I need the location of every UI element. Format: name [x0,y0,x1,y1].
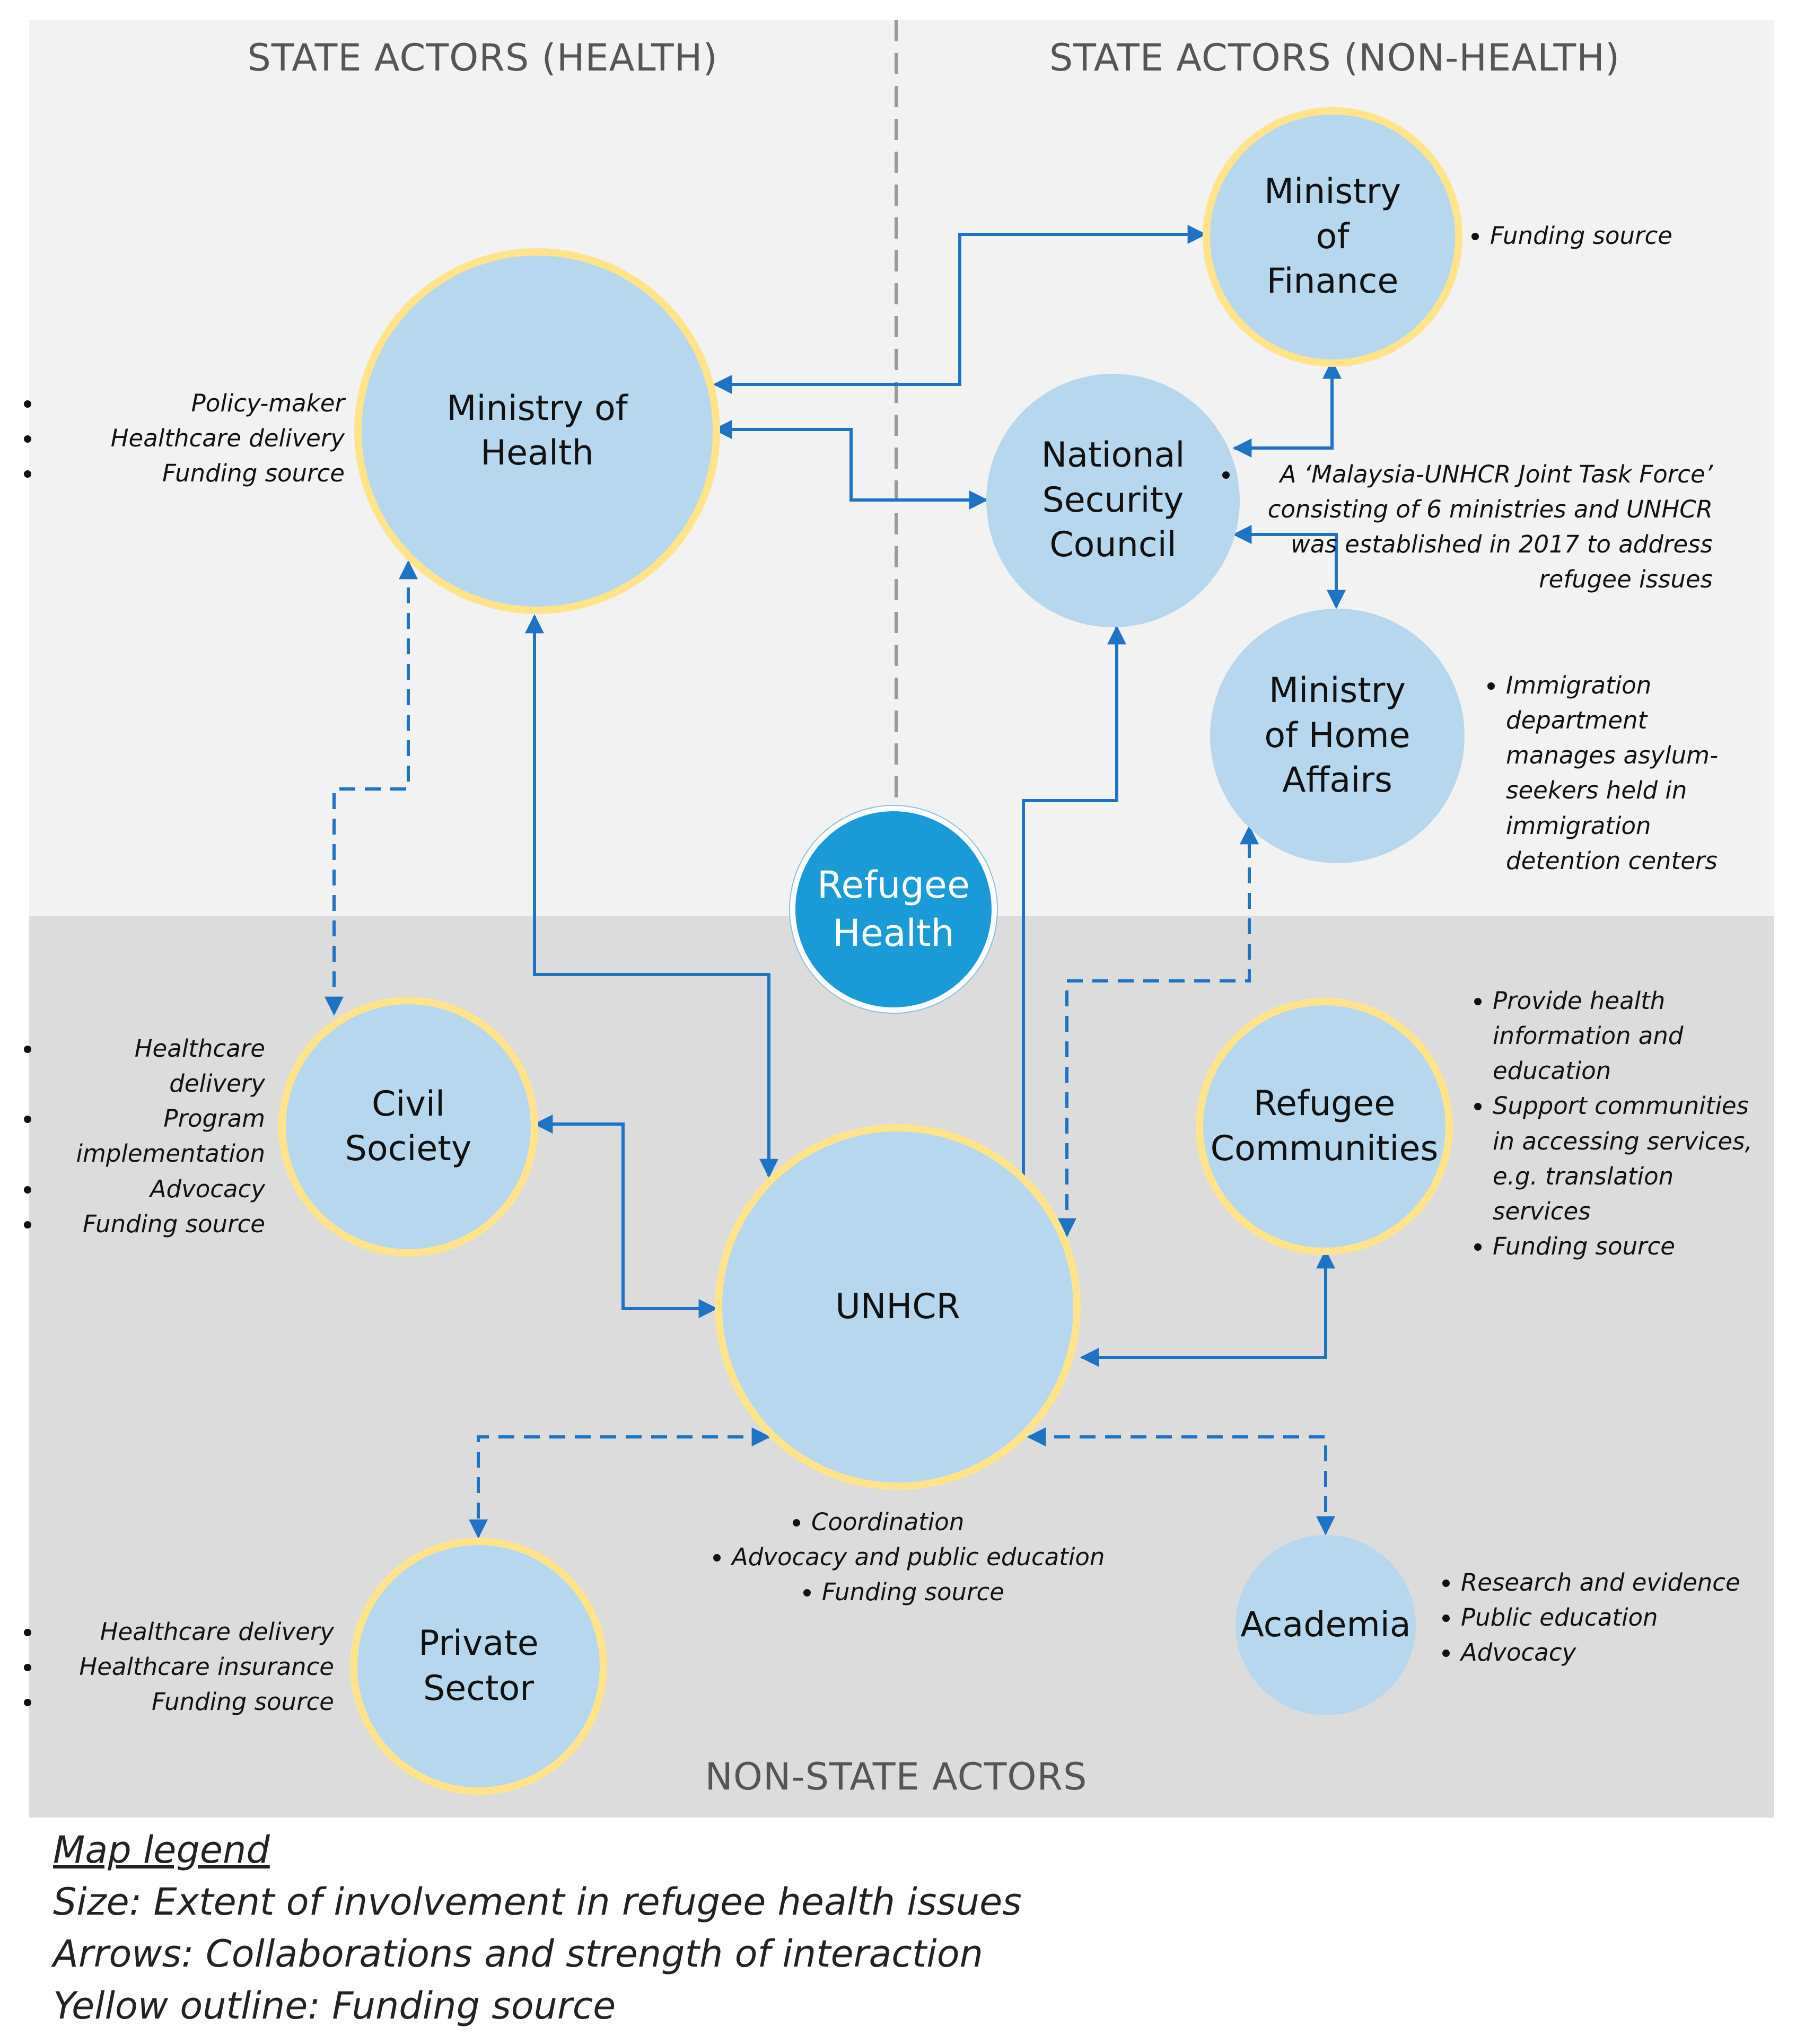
note-item: Support communities in accessing service… [1493,1089,1763,1229]
note-item: Program implementation [42,1101,265,1171]
note-item: Healthcare delivery [42,421,345,456]
note-item: Advocacy [42,1172,265,1207]
note-item: Healthcare delivery [42,1031,265,1101]
node-ministry-of-finance: Ministry of Finance [1203,107,1462,367]
notes-refugee-communities: Provide health information and education… [1493,984,1763,1264]
node-national-security-council: National Security Council [986,374,1240,627]
node-ministry-of-health: Ministry of Health [354,248,720,614]
note-item: Funding source [1490,218,1766,253]
section-title-non-health: STATE ACTORS (NON-HEALTH) [1049,36,1620,80]
notes-national-security-council: A ‘Malaysia-UNHCR Joint Task Force’ cons… [1241,457,1713,598]
note-item: Research and evidence [1461,1565,1768,1600]
arrow-moh-mof [713,225,1207,394]
notes-academia: Research and evidence Public education A… [1461,1565,1768,1670]
note-item: Provide health information and education [1493,984,1763,1089]
notes-unhcr: Coordination Advocacy and public educati… [721,1505,1124,1610]
node-label: Refugee Communities [1210,1084,1439,1169]
note-item: Healthcare delivery [42,1615,334,1650]
node-label: Ministry of Finance [1264,172,1401,302]
node-civil-society: Civil Society [278,997,538,1257]
section-title-health: STATE ACTORS (HEALTH) [247,36,718,80]
note-item: Healthcare insurance [42,1650,334,1685]
node-label: Ministry of Health [446,388,628,473]
note-item: Funding source [42,1207,265,1242]
arrow-unhcr-communities [1080,1249,1335,1367]
note-item: Policy-maker [42,386,345,421]
arrow-dashed-unhcr-moha [1057,825,1259,1238]
note-item: Funding source [42,456,345,491]
node-academia: Academia [1236,1535,1416,1715]
node-label: Private Sector [418,1624,539,1708]
section-title-non-state: NON-STATE ACTORS [705,1755,1088,1799]
arrow-civil-unhcr [533,1115,718,1318]
note-item: Funding source [42,1685,334,1720]
node-label: National Security Council [1041,435,1185,565]
legend-title: Map legend [53,1828,270,1872]
map-legend: Map legend Size: Extent of involvement i… [53,1824,1022,2032]
note-item: A ‘Malaysia-UNHCR Joint Task Force’ cons… [1241,457,1713,598]
note-item: Advocacy and public education [732,1540,1124,1575]
arrow-moh-unhcr [525,614,778,1178]
arrow-unhcr-nsc [1022,625,1126,1180]
arrow-dashed-moh-civil [325,560,418,1016]
arrow-nsc-moha [1232,525,1346,609]
notes-ministry-of-home-affairs: Immigration department manages asylum-se… [1506,668,1734,879]
node-label: Ministry of Home Affairs [1264,671,1410,801]
legend-yellow-outline: Yellow outline: Funding source [53,1984,616,2028]
note-item: Public education [1461,1600,1768,1635]
node-private-sector: Private Sector [350,1538,607,1795]
arrow-dashed-unhcr-academia [1027,1427,1335,1536]
notes-civil-society: Healthcare delivery Program implementati… [42,1031,265,1242]
node-refugee-communities: Refugee Communities [1196,998,1453,1255]
legend-arrows: Arrows: Collaborations and strength of i… [53,1932,983,1976]
node-refugee-health: Refugee Health [790,806,997,1013]
arrow-moh-nsc [713,420,988,510]
notes-private-sector: Healthcare delivery Healthcare insurance… [42,1615,334,1720]
node-label: Civil Society [345,1084,472,1169]
note-item: Funding source [822,1575,1124,1610]
node-ministry-of-home-affairs: Ministry of Home Affairs [1210,609,1465,863]
node-label: Refugee Health [817,863,970,955]
note-item: Immigration department manages asylum-se… [1506,668,1734,879]
note-item: Coordination [811,1505,1124,1540]
note-item: Funding source [1493,1229,1763,1264]
legend-size: Size: Extent of involvement in refugee h… [53,1880,1022,1924]
node-label: UNHCR [835,1286,960,1327]
node-label: Academia [1240,1604,1411,1645]
notes-ministry-of-health: Policy-maker Healthcare delivery Funding… [42,386,345,491]
node-unhcr: UNHCR [715,1124,1081,1490]
notes-ministry-of-finance: Funding source [1490,218,1766,253]
arrow-nsc-mof [1232,359,1342,458]
note-item: Advocacy [1461,1635,1768,1670]
arrow-dashed-unhcr-private [469,1427,771,1539]
